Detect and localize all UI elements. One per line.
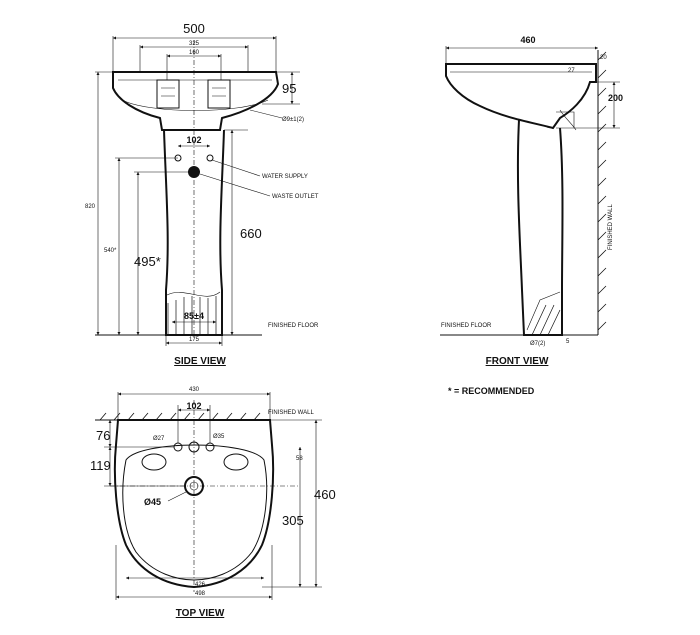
side-view-title: SIDE VIEW	[174, 356, 226, 367]
side-height-95: 95	[282, 81, 296, 96]
top-hole-35: Ø35	[213, 434, 225, 440]
top-basin-inner	[122, 444, 268, 581]
top-width-498: 498	[195, 591, 206, 597]
side-base-175: 175	[189, 337, 200, 343]
side-base-width: 85±4	[184, 311, 204, 321]
top-spacing-102: 102	[186, 401, 201, 411]
front-base-hatch	[531, 304, 561, 336]
front-dim-27: 27	[568, 68, 575, 74]
top-view: FINISHED WALL 430 102 76 119 Ø27 Ø35 58 …	[90, 387, 336, 619]
front-floor-hole: Ø7(2)	[530, 341, 545, 347]
top-width-430: 430	[189, 387, 200, 393]
side-hole-label: Ø9±1(2)	[282, 117, 304, 123]
side-width-325: 325	[189, 41, 200, 47]
front-view: FINISHED WALL FINISHED FLOOR Ø7(2) 5 460…	[440, 35, 623, 367]
top-view-title: TOP VIEW	[176, 608, 225, 619]
side-tap-left	[156, 79, 180, 109]
front-finished-floor: FINISHED FLOOR	[441, 323, 492, 329]
front-basin-outline	[445, 63, 597, 130]
side-height-820: 820	[85, 204, 96, 210]
top-basin-outline	[113, 419, 275, 589]
side-width-160: 160	[189, 50, 200, 56]
front-view-title: FRONT VIEW	[486, 356, 549, 367]
front-pedestal	[516, 119, 564, 336]
side-view: 500 325 160 95 Ø9±1(2) 102 WATER SUPPLY …	[85, 21, 319, 367]
side-base-hatch	[167, 296, 217, 335]
front-wall-hatch	[597, 51, 607, 331]
top-width-426: 426	[195, 582, 206, 588]
top-dim-58: 58	[296, 456, 303, 462]
side-water-supply-label: WATER SUPPLY	[262, 174, 308, 180]
side-waste-outlet-label: WASTE OUTLET	[272, 194, 319, 200]
front-depth-460: 460	[520, 35, 535, 45]
side-basin-rim	[118, 79, 272, 111]
top-hole-27: Ø27	[153, 436, 165, 442]
side-pipe-spacing: 102	[186, 135, 201, 145]
side-waste-outlet	[188, 166, 200, 178]
top-dim-76: 76	[96, 428, 110, 443]
top-depth-460: 460	[314, 487, 336, 502]
recommended-note: * = RECOMMENDED	[448, 386, 535, 396]
front-finished-wall: FINISHED WALL	[608, 204, 614, 250]
front-dim-20: 20	[600, 55, 607, 61]
side-finished-floor: FINISHED FLOOR	[268, 323, 319, 329]
top-finished-wall: FINISHED WALL	[268, 410, 314, 416]
front-height-200: 200	[608, 93, 623, 103]
side-tap-right	[207, 79, 231, 109]
top-drain-label: Ø45	[144, 497, 161, 507]
top-depth-305: 305	[282, 513, 304, 528]
top-wall-hatch	[99, 412, 261, 421]
top-dim-119: 119	[90, 458, 111, 473]
side-height-660: 660	[240, 226, 262, 241]
front-dim-5: 5	[566, 339, 570, 345]
side-width-500: 500	[183, 21, 205, 36]
side-basin-outline	[112, 71, 280, 131]
side-height-540: 540*	[104, 248, 117, 254]
side-height-495: 495*	[134, 254, 161, 269]
